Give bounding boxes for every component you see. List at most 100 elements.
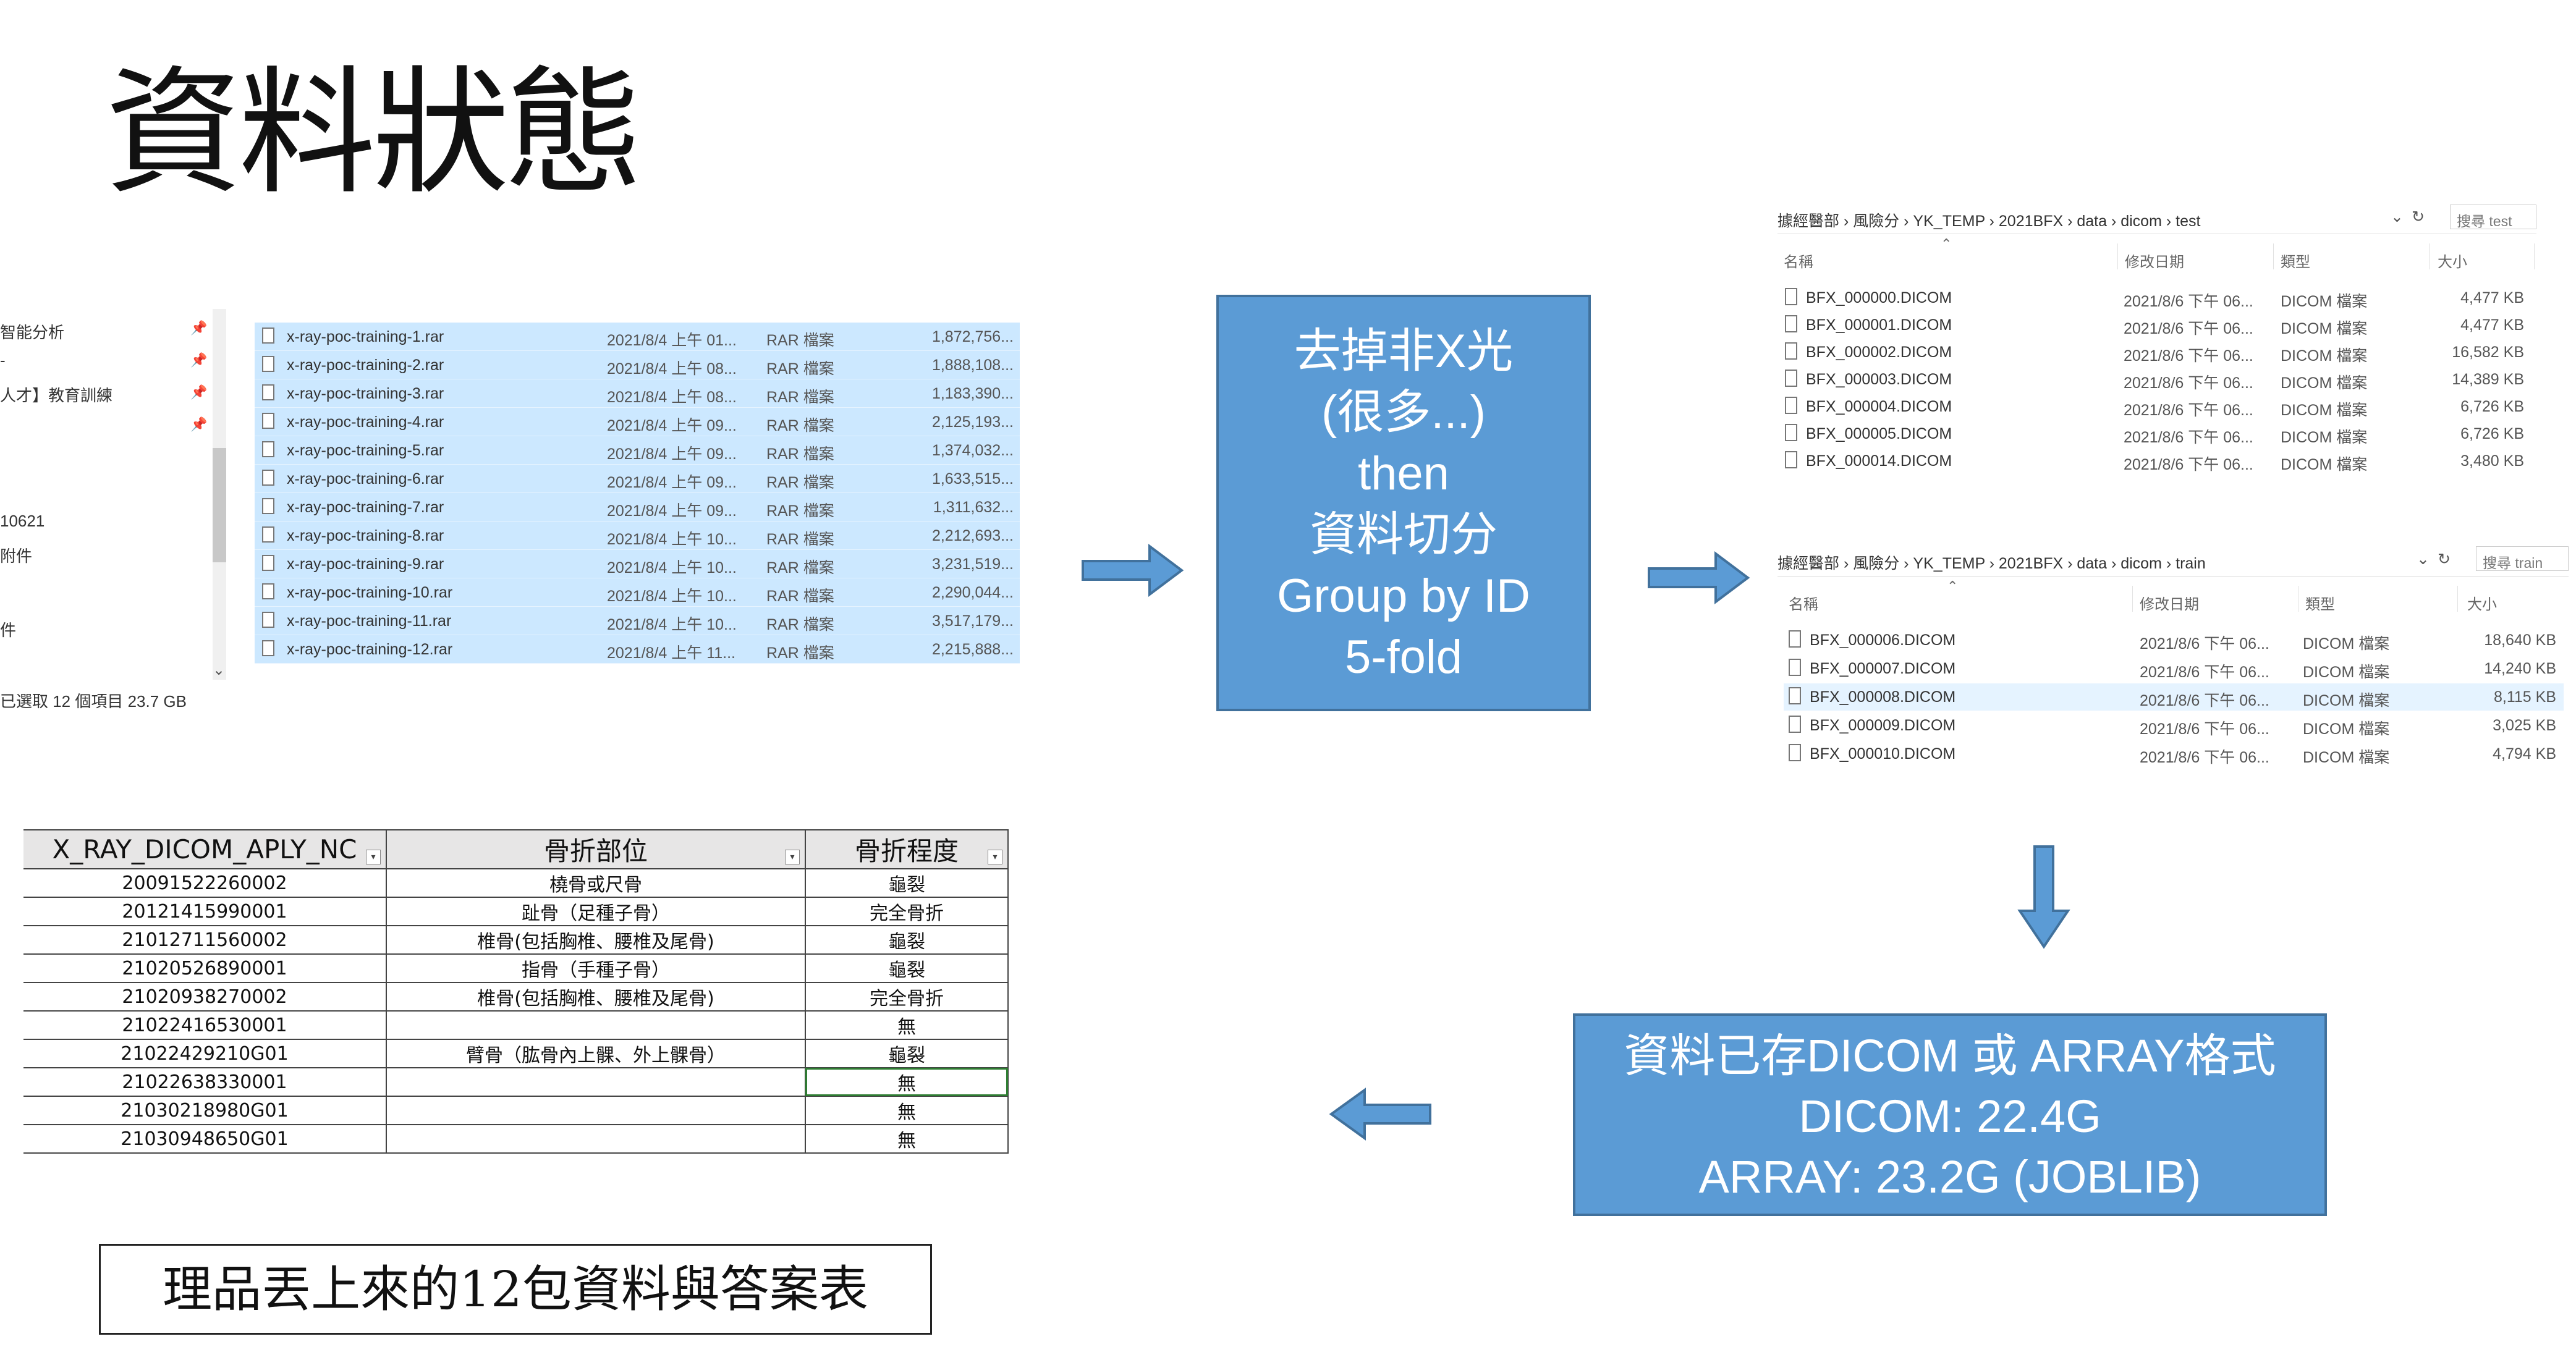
process-line: Group by ID	[1277, 570, 1530, 622]
file-icon	[262, 441, 274, 457]
process-line: (很多...)	[1321, 386, 1486, 439]
breadcrumb[interactable]: 據經醫部 › 風險分 › YK_TEMP › 2021BFX › data › …	[1777, 213, 2201, 230]
sidebar-item-3[interactable]: 10621	[0, 512, 45, 530]
chevron-down-icon[interactable]: ⌄	[2391, 208, 2404, 226]
column-header-type[interactable]: 類型	[2281, 254, 2310, 271]
sidebar-item-2[interactable]: 人才】教育訓練	[0, 386, 113, 405]
file-icon	[262, 526, 274, 543]
file-icon	[1789, 716, 1801, 733]
pin-icon[interactable]: 📌	[190, 320, 208, 336]
search-input[interactable]: 搜尋 test	[2450, 205, 2536, 229]
sidebar-item-1[interactable]: -	[0, 351, 6, 370]
arrow-left-icon	[1329, 1088, 1431, 1141]
file-icon	[1789, 744, 1801, 761]
sort-up-icon: ⌃	[1947, 578, 1959, 594]
file-icon	[262, 356, 274, 372]
file-icon	[1785, 451, 1797, 468]
filter-dropdown-icon[interactable]: ▾	[785, 850, 800, 864]
column-header-date[interactable]: 修改日期	[2125, 254, 2184, 271]
process-box: 去掉非X光 (很多...) then 資料切分 Group by ID 5-fo…	[1216, 295, 1591, 711]
filter-dropdown-icon[interactable]: ▾	[988, 850, 1002, 864]
column-header-name[interactable]: 名稱	[1789, 596, 1818, 613]
arrow-right-icon	[1648, 551, 1750, 604]
file-icon	[1785, 315, 1797, 332]
column-header-date[interactable]: 修改日期	[2140, 596, 2199, 613]
file-icon	[262, 470, 274, 486]
sidebar-item-4[interactable]: 附件	[0, 547, 33, 565]
slide-title: 資料狀態	[105, 54, 643, 213]
breadcrumb[interactable]: 據經醫部 › 風險分 › YK_TEMP › 2021BFX › data › …	[1777, 555, 2206, 572]
file-icon	[262, 583, 274, 599]
column-header-name[interactable]: 名稱	[1784, 254, 1813, 271]
pin-icon[interactable]: 📌	[190, 416, 208, 432]
sidebar-item-5[interactable]: 件	[0, 621, 17, 640]
process-line: then	[1358, 447, 1449, 500]
file-icon	[1785, 342, 1797, 360]
chevron-down-icon[interactable]: ⌄	[2417, 551, 2430, 568]
scroll-down-icon[interactable]: ⌄	[213, 662, 226, 678]
sort-up-icon: ⌃	[1941, 236, 1952, 251]
storage-box: 資料已存DICOM 或 ARRAY格式 DICOM: 22.4G ARRAY: …	[1573, 1013, 2327, 1216]
file-icon	[1789, 687, 1801, 704]
column-header[interactable]: 骨折部位▾	[386, 829, 806, 869]
selected-cell[interactable]: 無	[805, 1068, 1009, 1097]
column-header-size[interactable]: 大小	[2438, 254, 2467, 271]
selection-status: 已選取 12 個項目 23.7 GB	[0, 692, 187, 711]
refresh-icon[interactable]: ↻	[2412, 208, 2425, 226]
pin-icon[interactable]: 📌	[190, 352, 208, 368]
pin-icon[interactable]: 📌	[190, 384, 208, 400]
filter-dropdown-icon[interactable]: ▾	[366, 850, 381, 864]
arrow-right-icon	[1082, 544, 1184, 597]
file-icon	[262, 555, 274, 571]
refresh-icon[interactable]: ↻	[2438, 551, 2451, 568]
scrollbar-thumb[interactable]	[213, 448, 226, 562]
storage-line: 資料已存DICOM 或 ARRAY格式	[1624, 1030, 2276, 1081]
search-input[interactable]: 搜尋 train	[2476, 546, 2569, 571]
process-line: 資料切分	[1310, 509, 1498, 561]
process-line: 去掉非X光	[1294, 325, 1514, 378]
column-header-type[interactable]: 類型	[2305, 596, 2335, 613]
table-header-row: X_RAY_DICOM_APLY_NC▾ 骨折部位▾ 骨折程度▾	[23, 829, 1009, 869]
storage-line: ARRAY: 23.2G (JOBLIB)	[1698, 1151, 2201, 1202]
column-header[interactable]: X_RAY_DICOM_APLY_NC▾	[23, 829, 387, 869]
file-icon	[262, 612, 274, 628]
sidebar-item-0[interactable]: 智能分析	[0, 323, 65, 342]
column-header[interactable]: 骨折程度▾	[805, 829, 1009, 869]
column-header-size[interactable]: 大小	[2467, 596, 2497, 613]
file-icon	[1785, 370, 1797, 387]
arrow-down-icon	[2017, 845, 2070, 949]
file-icon	[1785, 424, 1797, 441]
caption-box: 理品丟上來的12包資料與答案表	[99, 1244, 932, 1335]
